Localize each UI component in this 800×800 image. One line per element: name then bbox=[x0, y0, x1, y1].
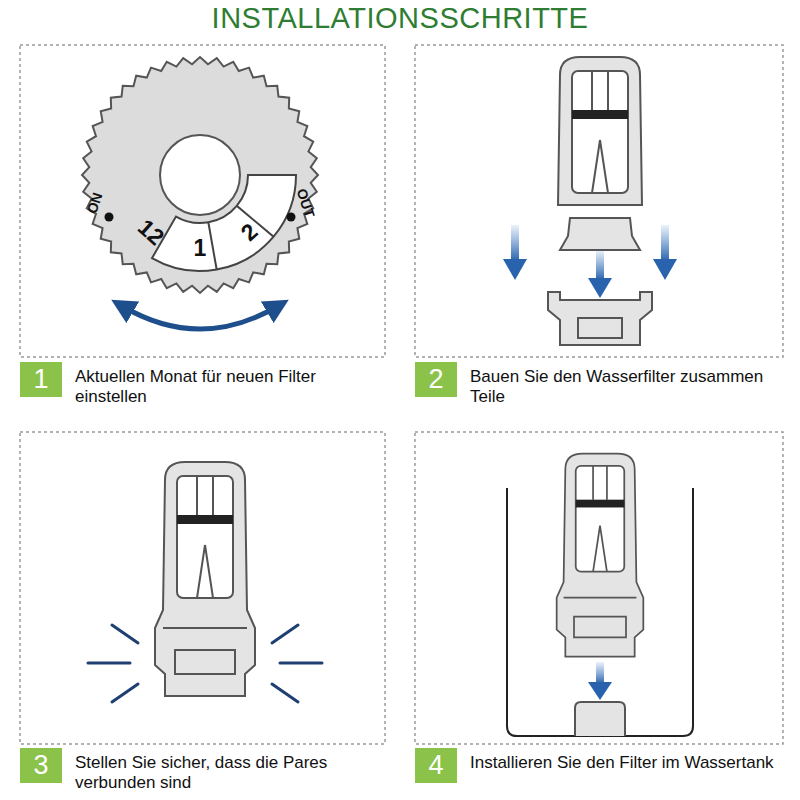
filter-to-insert bbox=[557, 454, 644, 657]
step-number: 3 bbox=[33, 752, 48, 779]
rotate-arrow bbox=[122, 306, 278, 329]
step-number-box: 2 bbox=[415, 362, 457, 397]
step-panel bbox=[415, 45, 783, 357]
step-caption: Stellen Sie sicher, dass die Pares verbu… bbox=[75, 753, 380, 793]
assembled-filter bbox=[155, 462, 255, 696]
step-panel bbox=[20, 432, 385, 744]
month-window bbox=[152, 175, 296, 271]
month-dial bbox=[82, 57, 318, 293]
on-dot bbox=[105, 213, 114, 222]
month-number: 1 bbox=[194, 235, 207, 262]
step-number: 4 bbox=[428, 752, 443, 779]
step-panel bbox=[20, 45, 385, 357]
step-number: 1 bbox=[33, 366, 48, 393]
insert-arrow bbox=[596, 662, 604, 684]
assembly-arrows bbox=[503, 225, 677, 298]
step-panel bbox=[415, 432, 783, 744]
step-caption: Aktuellen Monat für neuen Filter einstel… bbox=[75, 367, 380, 407]
filter-base bbox=[548, 292, 652, 345]
base-slot bbox=[578, 318, 622, 338]
step-number-box: 4 bbox=[415, 748, 457, 783]
tank-socket bbox=[575, 702, 625, 736]
insert-arrow-head bbox=[588, 682, 612, 700]
step-panels bbox=[20, 45, 783, 744]
step-number-box: 1 bbox=[20, 362, 62, 397]
knurled-dial bbox=[82, 57, 318, 293]
filter-cartridge bbox=[558, 57, 642, 205]
step-number: 2 bbox=[428, 366, 443, 393]
step-number-box: 3 bbox=[20, 748, 62, 783]
click-lines bbox=[88, 625, 322, 702]
filter-connector bbox=[560, 218, 640, 250]
step-caption: Bauen Sie den Wasserfilter zusammen Teil… bbox=[470, 367, 775, 407]
page-title: INSTALLATIONSSCHRITTE bbox=[0, 2, 800, 35]
dial-hole bbox=[160, 135, 240, 215]
out-dot bbox=[287, 213, 296, 222]
step-caption: Installieren Sie den Filter im Wassertan… bbox=[470, 753, 775, 773]
